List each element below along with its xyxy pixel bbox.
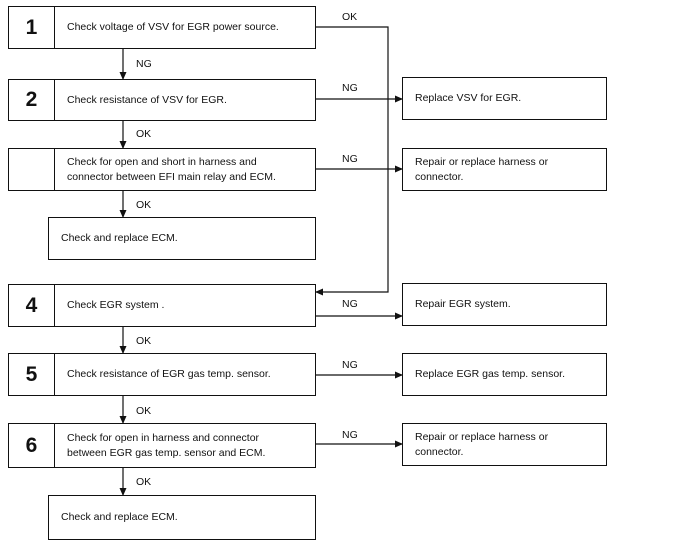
action-replace-vsv-box: Replace VSV for EGR.	[402, 77, 607, 120]
step6-ok-label: OK	[136, 476, 152, 488]
action-text: Replace VSV for EGR.	[415, 92, 522, 104]
step2-ok-label: OK	[136, 128, 152, 140]
step-text: Check resistance of EGR gas temp. sensor…	[67, 368, 271, 380]
action-repair-harness-2-box: Repair or replace harness or connector.	[402, 423, 607, 466]
step-6-box: 6 Check for open in harness and connecto…	[8, 423, 316, 468]
step-2-box: 2 Check resistance of VSV for EGR.	[8, 79, 316, 121]
step-text: Check for open in harness and connector …	[67, 431, 266, 459]
step-number: 4	[9, 285, 55, 326]
step2-ng-label: NG	[342, 82, 358, 94]
step-text: Check and replace ECM.	[61, 232, 178, 244]
step-text: Check resistance of VSV for EGR.	[67, 93, 227, 106]
step-1-box: 1 Check voltage of VSV for EGR power sou…	[8, 6, 316, 49]
step5-ok-label: OK	[136, 405, 152, 417]
step-number: 2	[9, 80, 55, 120]
step-text: Check for open and short in harness and …	[67, 155, 276, 183]
action-text: Repair or replace harness or connector.	[415, 430, 549, 458]
step-number	[9, 149, 55, 190]
step-text: Check and replace ECM.	[61, 511, 178, 523]
action-text: Replace EGR gas temp. sensor.	[415, 368, 565, 380]
step1-ok-label: OK	[342, 11, 358, 23]
step4-ng-label: NG	[342, 298, 358, 310]
step-text: Check EGR system .	[67, 299, 165, 311]
step3-ng-label: NG	[342, 153, 358, 165]
step4-ok-label: OK	[136, 335, 152, 347]
action-text: Repair EGR system.	[415, 298, 511, 310]
step-number: 5	[9, 354, 55, 395]
step-number: 6	[9, 424, 55, 467]
action-repair-egr-box: Repair EGR system.	[402, 283, 607, 326]
step-number: 1	[9, 7, 55, 48]
action-replace-sensor-box: Replace EGR gas temp. sensor.	[402, 353, 607, 396]
step5-ng-label: NG	[342, 359, 358, 371]
step-4-box: 4 Check EGR system .	[8, 284, 316, 327]
action-repair-harness-box: Repair or replace harness or connector.	[402, 148, 607, 191]
step-6-result-box: Check and replace ECM.	[48, 495, 316, 540]
step-text: Check voltage of VSV for EGR power sourc…	[67, 21, 279, 33]
step6-ng-label: NG	[342, 429, 358, 441]
step3-ok-label: OK	[136, 199, 152, 211]
step-5-box: 5 Check resistance of EGR gas temp. sens…	[8, 353, 316, 396]
step1-ok-connector	[315, 26, 389, 296]
step-3-box: Check for open and short in harness and …	[8, 148, 316, 191]
step-3-result-box: Check and replace ECM.	[48, 217, 316, 260]
action-text: Repair or replace harness or connector.	[415, 155, 549, 183]
step1-ng-label: NG	[136, 58, 152, 70]
